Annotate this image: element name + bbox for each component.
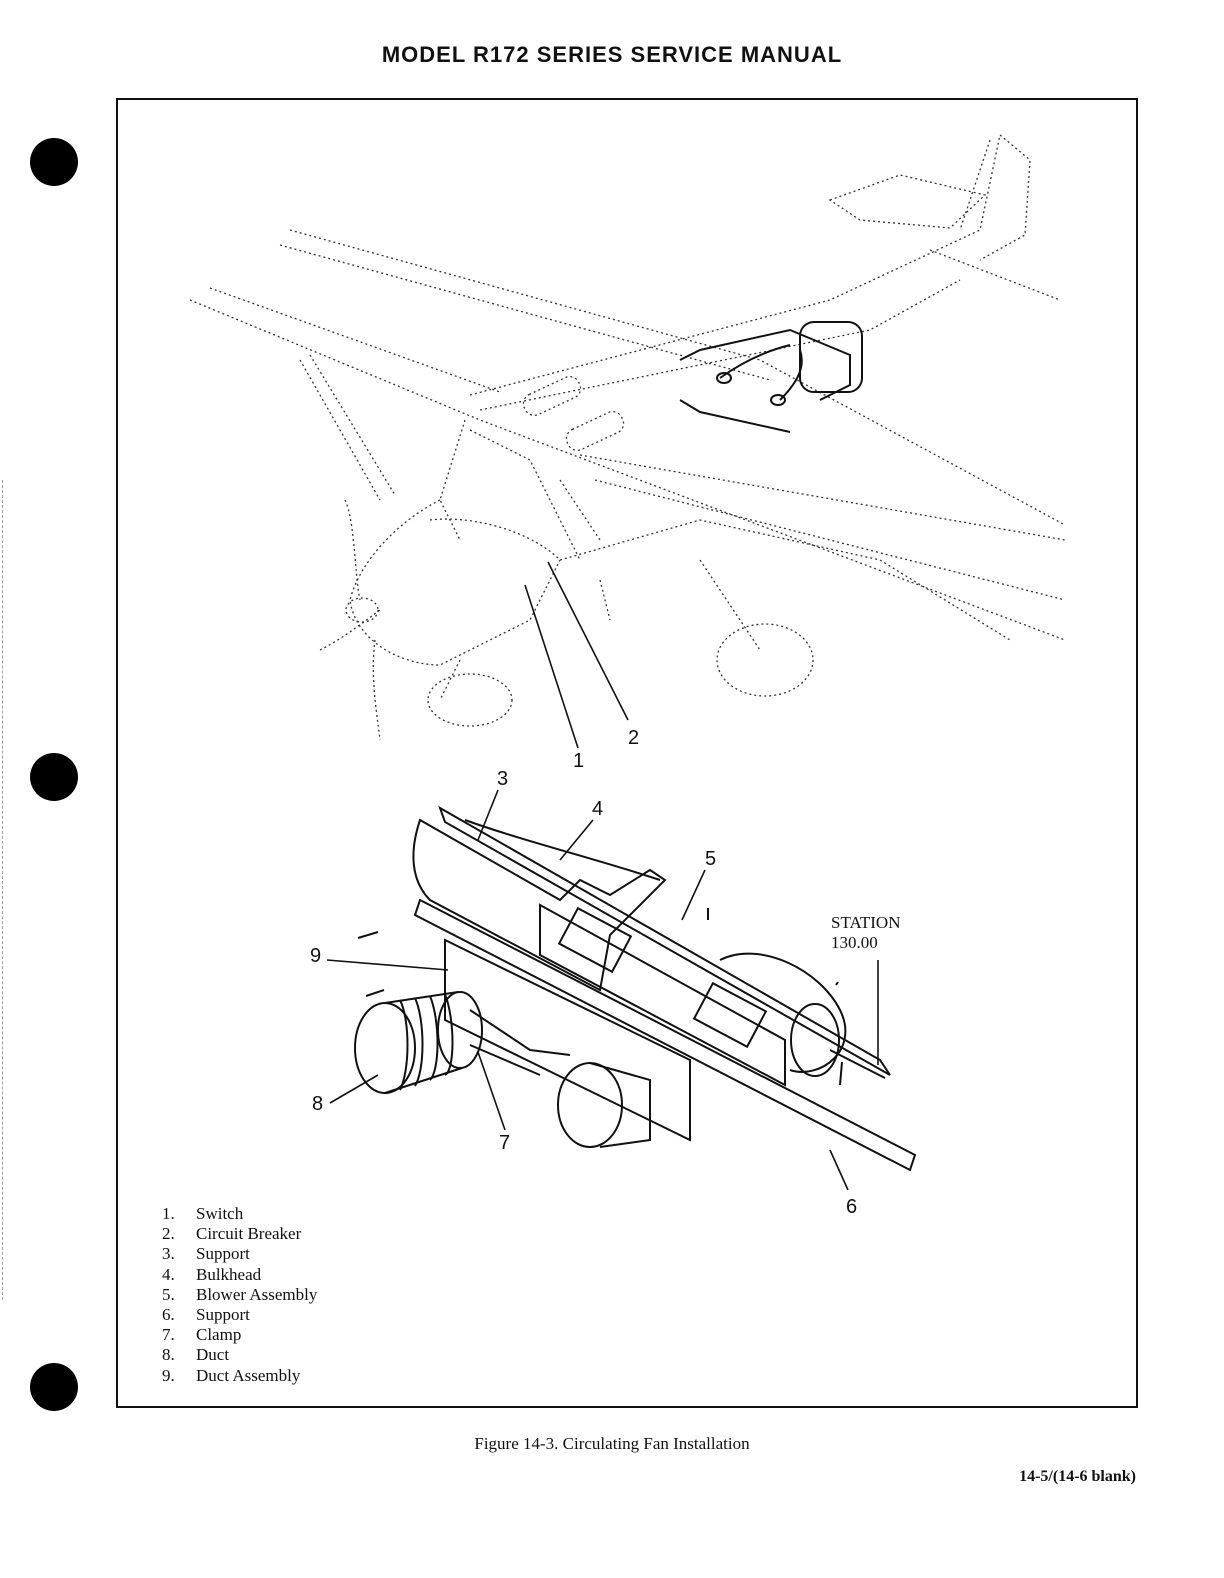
legend-number: 6. <box>162 1305 175 1325</box>
figure-caption: Figure 14-3. Circulating Fan Installatio… <box>474 1434 750 1453</box>
wiring-detail <box>679 321 863 433</box>
legend-number: 1. <box>162 1204 175 1223</box>
aircraft-drawing <box>189 134 1066 741</box>
callout-7: 7 <box>499 1132 511 1154</box>
page-title: MODEL R172 SERIES SERVICE MANUAL <box>381 42 843 67</box>
legend-number: 5. <box>162 1284 175 1304</box>
legend-number: 3. <box>162 1244 175 1264</box>
leader-lines-fan <box>326 789 879 1191</box>
binder-edge-line <box>2 480 4 1300</box>
legend-label: Support <box>196 1244 250 1264</box>
legend-label: Support <box>196 1305 250 1325</box>
callout-3: 3 <box>497 768 509 790</box>
leader-lines-aircraft <box>524 561 629 749</box>
legend-item: 7. Clamp <box>162 1325 317 1345</box>
station-label-text: STATION <box>831 913 901 932</box>
binder-hole-bottom <box>30 1363 78 1411</box>
callout-9: 9 <box>310 945 322 967</box>
legend-label: Circuit Breaker <box>196 1224 302 1244</box>
parts-legend: 1. Switch 2. Circuit Breaker 3. Support 4. B… <box>162 1204 317 1386</box>
callout-6: 6 <box>846 1196 858 1218</box>
page-number: 14-5/(14-6 blank) <box>1019 1468 1136 1485</box>
legend-label: Blower Assembly <box>196 1284 318 1304</box>
station-value: 130.00 <box>831 933 878 952</box>
callout-2: 2 <box>628 727 640 749</box>
legend-number: 8. <box>162 1345 175 1365</box>
legend-number: 7. <box>162 1325 175 1345</box>
callout-8: 8 <box>312 1093 324 1115</box>
legend-number: 2. <box>162 1224 175 1244</box>
station-label: STATION 130.00 <box>831 913 900 953</box>
legend-label: Bulkhead <box>196 1264 262 1284</box>
legend-label: Duct <box>196 1345 230 1365</box>
callout-5: 5 <box>705 848 717 870</box>
legend-label: Clamp <box>196 1325 242 1345</box>
legend-label: Switch <box>196 1204 244 1223</box>
fan-assembly-drawing <box>354 805 917 1172</box>
callout-1: 1 <box>573 750 585 772</box>
legend-item: 2. Circuit Breaker <box>162 1224 317 1244</box>
legend-item: 5. Blower Assembly <box>162 1285 317 1305</box>
legend-number: 4. <box>162 1264 175 1284</box>
binder-hole-middle <box>30 753 78 801</box>
legend-item: 6. Support <box>162 1305 317 1325</box>
legend-item: 1. Switch <box>162 1204 317 1224</box>
binder-hole-top <box>30 138 78 186</box>
callout-4: 4 <box>592 798 604 820</box>
legend-label: Duct Assembly <box>196 1365 301 1385</box>
figure-frame <box>116 98 1138 1408</box>
legend-number: 9. <box>162 1365 175 1385</box>
legend-item: 4. Bulkhead <box>162 1265 317 1285</box>
legend-item: 8. Duct <box>162 1345 317 1365</box>
legend-item: 9. Duct Assembly <box>162 1366 317 1386</box>
legend-item: 3. Support <box>162 1244 317 1264</box>
